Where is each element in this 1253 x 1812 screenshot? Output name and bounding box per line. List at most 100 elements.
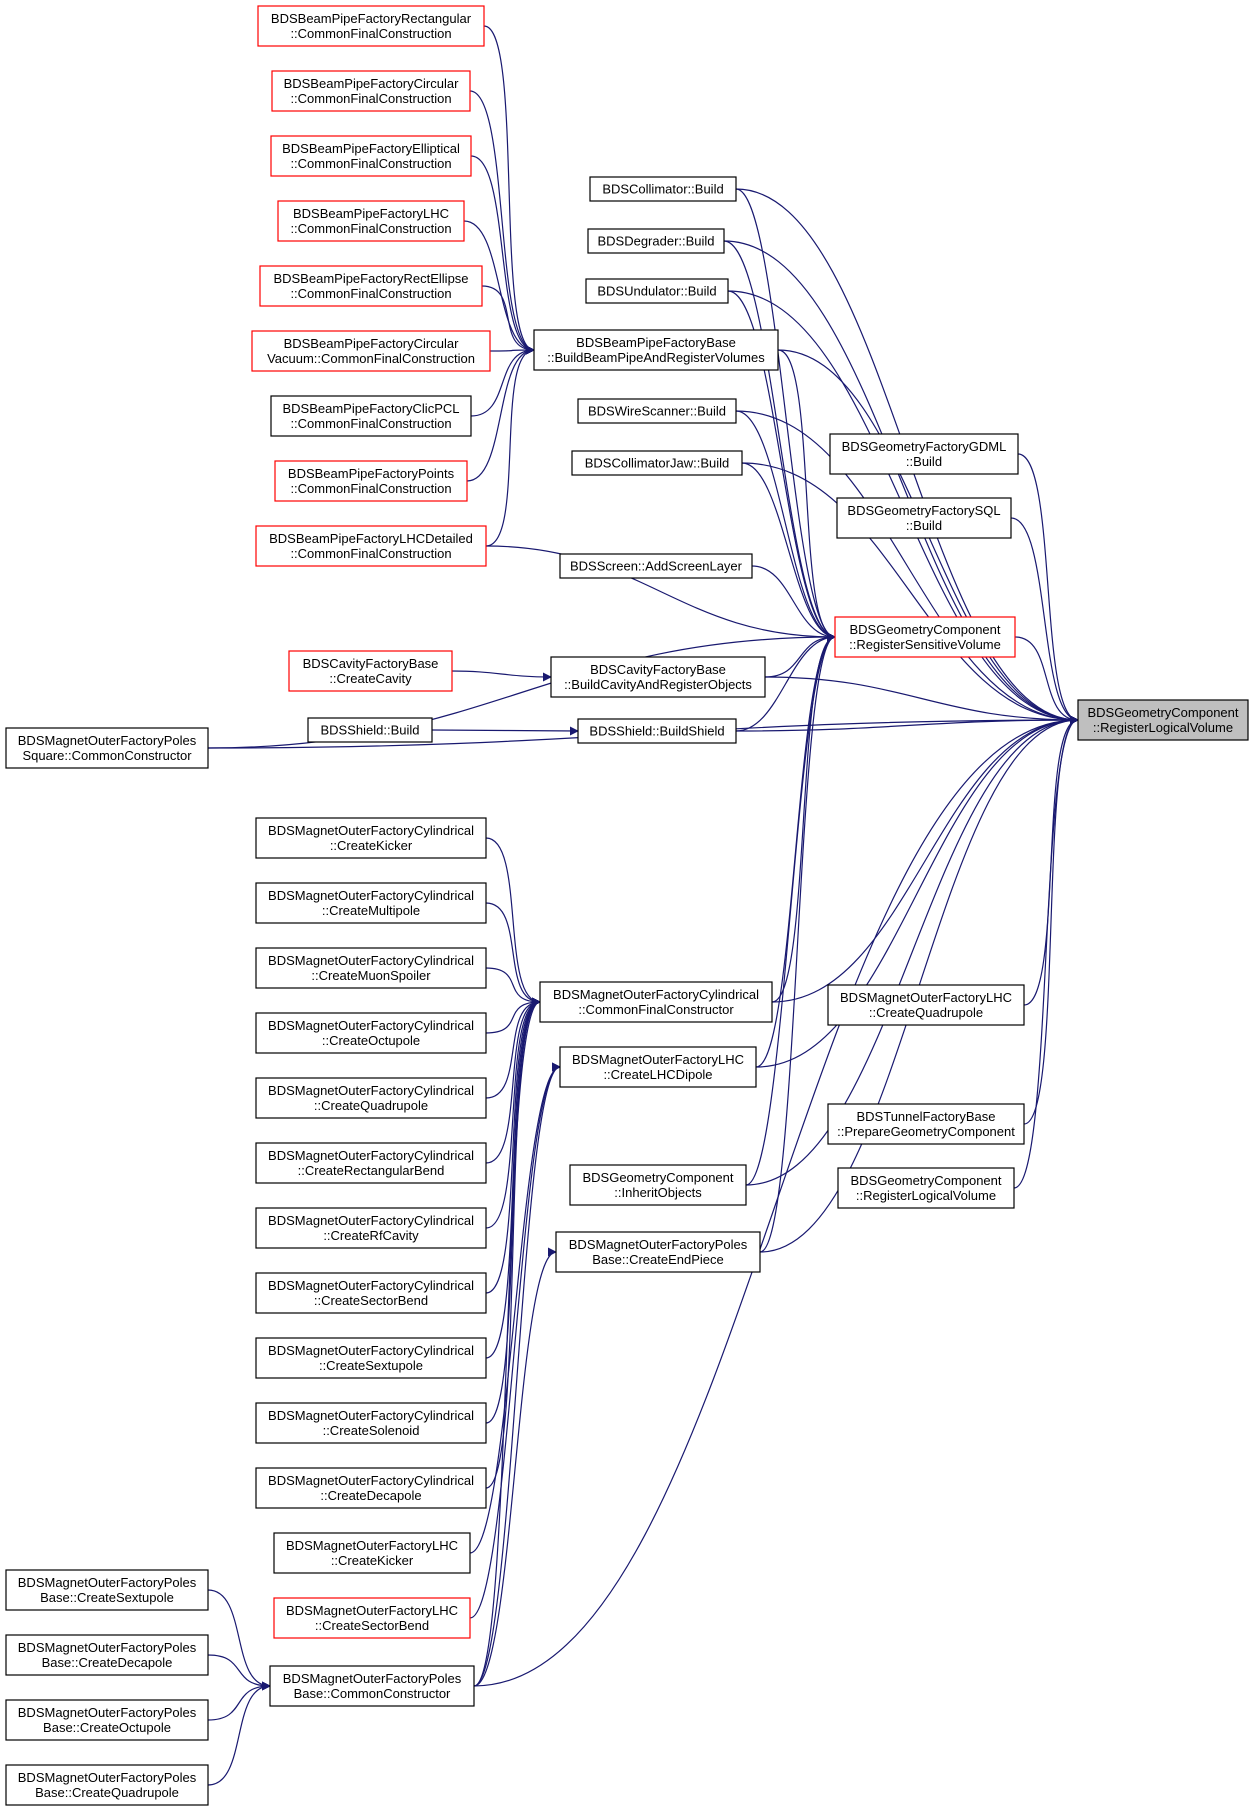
node-box[interactable] <box>585 278 729 304</box>
node-box[interactable] <box>533 329 779 371</box>
node-degr[interactable]: BDSDegrader::Build <box>587 228 725 254</box>
node-box[interactable] <box>834 616 1016 658</box>
node-cyl_quad[interactable]: BDSMagnetOuterFactoryCylindrical::Create… <box>255 1077 487 1119</box>
node-box[interactable] <box>569 1164 747 1206</box>
node-box[interactable] <box>270 135 472 177</box>
node-box[interactable] <box>255 1467 487 1509</box>
node-endp[interactable]: BDSMagnetOuterFactoryPolesBase::CreateEn… <box>555 1231 761 1273</box>
node-box[interactable] <box>539 981 773 1023</box>
node-root[interactable]: BDSGeometryComponent::RegisterLogicalVol… <box>1077 699 1249 741</box>
node-cyl_sol[interactable]: BDSMagnetOuterFactoryCylindrical::Create… <box>255 1402 487 1444</box>
node-sql[interactable]: BDSGeometryFactorySQL::Build <box>836 497 1012 539</box>
node-cyl_muon[interactable]: BDSMagnetOuterFactoryCylindrical::Create… <box>255 947 487 989</box>
node-box[interactable] <box>288 650 453 692</box>
node-box[interactable] <box>559 1046 757 1088</box>
node-box[interactable] <box>277 200 465 242</box>
node-box[interactable] <box>259 265 483 307</box>
node-box[interactable] <box>255 882 487 924</box>
node-box[interactable] <box>255 1012 487 1054</box>
node-box[interactable] <box>5 727 209 769</box>
node-box[interactable] <box>5 1634 209 1676</box>
node-cyl_sbend[interactable]: BDSMagnetOuterFactoryCylindrical::Create… <box>255 1272 487 1314</box>
node-pb_sext[interactable]: BDSMagnetOuterFactoryPolesBase::CreateSe… <box>5 1569 209 1611</box>
node-box[interactable] <box>255 1207 487 1249</box>
node-box[interactable] <box>255 1272 487 1314</box>
node-box[interactable] <box>571 450 743 476</box>
node-box[interactable] <box>255 1142 487 1184</box>
node-coll[interactable]: BDSCollimator::Build <box>589 176 737 202</box>
node-pbcc[interactable]: BDSMagnetOuterFactoryPolesBase::CommonCo… <box>269 1665 475 1707</box>
node-clic[interactable]: BDSBeamPipeFactoryClicPCL::CommonFinalCo… <box>270 395 472 437</box>
node-box[interactable] <box>257 5 485 47</box>
node-circvac[interactable]: BDSBeamPipeFactoryCircularVacuum::Common… <box>251 330 491 372</box>
node-lhc[interactable]: BDSBeamPipeFactoryLHC::CommonFinalConstr… <box>277 200 465 242</box>
node-rlv2[interactable]: BDSGeometryComponent::RegisterLogicalVol… <box>837 1167 1015 1209</box>
node-box[interactable] <box>271 70 471 112</box>
node-box[interactable] <box>587 228 725 254</box>
node-lhc_kick[interactable]: BDSMagnetOuterFactoryLHC::CreateKicker <box>273 1532 471 1574</box>
node-box[interactable] <box>555 1231 761 1273</box>
node-inherit[interactable]: BDSGeometryComponent::InheritObjects <box>569 1164 747 1206</box>
node-cyl_rbend[interactable]: BDSMagnetOuterFactoryCylindrical::Create… <box>255 1142 487 1184</box>
node-cavb[interactable]: BDSCavityFactoryBase::BuildCavityAndRegi… <box>550 656 766 698</box>
node-tunnel[interactable]: BDSTunnelFactoryBase::PrepareGeometryCom… <box>827 1103 1025 1145</box>
node-box[interactable] <box>273 1532 471 1574</box>
node-box[interactable] <box>577 398 737 424</box>
node-box[interactable] <box>255 1337 487 1379</box>
node-box[interactable] <box>269 1665 475 1707</box>
node-box[interactable] <box>589 176 737 202</box>
node-box[interactable] <box>270 395 472 437</box>
node-cjaw[interactable]: BDSCollimatorJaw::Build <box>571 450 743 476</box>
node-box[interactable] <box>559 553 753 579</box>
node-shs[interactable]: BDSShield::BuildShield <box>577 718 737 744</box>
node-box[interactable] <box>273 1597 471 1639</box>
node-ell[interactable]: BDSBeamPipeFactoryElliptical::CommonFina… <box>270 135 472 177</box>
node-box[interactable] <box>255 1077 487 1119</box>
node-rectell[interactable]: BDSBeamPipeFactoryRectEllipse::CommonFin… <box>259 265 483 307</box>
node-lhc_sbend[interactable]: BDSMagnetOuterFactoryLHC::CreateSectorBe… <box>273 1597 471 1639</box>
node-box[interactable] <box>5 1764 209 1806</box>
node-box[interactable] <box>307 717 433 743</box>
node-lhcdet[interactable]: BDSBeamPipeFactoryLHCDetailed::CommonFin… <box>255 525 487 567</box>
node-box[interactable] <box>827 984 1025 1026</box>
node-cylfc[interactable]: BDSMagnetOuterFactoryCylindrical::Common… <box>539 981 773 1023</box>
node-und[interactable]: BDSUndulator::Build <box>585 278 729 304</box>
node-box[interactable] <box>5 1699 209 1741</box>
node-lhcdip[interactable]: BDSMagnetOuterFactoryLHC::CreateLHCDipol… <box>559 1046 757 1088</box>
node-box[interactable] <box>829 433 1019 475</box>
node-lhcquad[interactable]: BDSMagnetOuterFactoryLHC::CreateQuadrupo… <box>827 984 1025 1026</box>
node-cyl_multi[interactable]: BDSMagnetOuterFactoryCylindrical::Create… <box>255 882 487 924</box>
node-rsv[interactable]: BDSGeometryComponent::RegisterSensitiveV… <box>834 616 1016 658</box>
node-cyl_dec[interactable]: BDSMagnetOuterFactoryCylindrical::Create… <box>255 1467 487 1509</box>
node-wire[interactable]: BDSWireScanner::Build <box>577 398 737 424</box>
node-box[interactable] <box>550 656 766 698</box>
node-shb[interactable]: BDSShield::Build <box>307 717 433 743</box>
node-cavf[interactable]: BDSCavityFactoryBase::CreateCavity <box>288 650 453 692</box>
node-bpf[interactable]: BDSBeamPipeFactoryBase::BuildBeamPipeAnd… <box>533 329 779 371</box>
node-box[interactable] <box>837 1167 1015 1209</box>
node-pb_dec[interactable]: BDSMagnetOuterFactoryPolesBase::CreateDe… <box>5 1634 209 1676</box>
node-box[interactable] <box>255 947 487 989</box>
node-box[interactable] <box>255 525 487 567</box>
node-screen[interactable]: BDSScreen::AddScreenLayer <box>559 553 753 579</box>
node-box[interactable] <box>827 1103 1025 1145</box>
node-circ[interactable]: BDSBeamPipeFactoryCircular::CommonFinalC… <box>271 70 471 112</box>
node-gdml[interactable]: BDSGeometryFactoryGDML::Build <box>829 433 1019 475</box>
node-box[interactable] <box>5 1569 209 1611</box>
node-box[interactable] <box>836 497 1012 539</box>
node-box[interactable] <box>255 817 487 859</box>
node-cyl_sext[interactable]: BDSMagnetOuterFactoryCylindrical::Create… <box>255 1337 487 1379</box>
node-pb_oct[interactable]: BDSMagnetOuterFactoryPolesBase::CreateOc… <box>5 1699 209 1741</box>
node-box[interactable] <box>255 1402 487 1444</box>
node-box[interactable] <box>577 718 737 744</box>
node-box[interactable] <box>251 330 491 372</box>
node-cyl_oct[interactable]: BDSMagnetOuterFactoryCylindrical::Create… <box>255 1012 487 1054</box>
node-cyl_kick[interactable]: BDSMagnetOuterFactoryCylindrical::Create… <box>255 817 487 859</box>
node-cyl_rf[interactable]: BDSMagnetOuterFactoryCylindrical::Create… <box>255 1207 487 1249</box>
node-box[interactable] <box>274 460 468 502</box>
node-box[interactable] <box>1077 699 1249 741</box>
node-rect[interactable]: BDSBeamPipeFactoryRectangular::CommonFin… <box>257 5 485 47</box>
node-points[interactable]: BDSBeamPipeFactoryPoints::CommonFinalCon… <box>274 460 468 502</box>
node-pss[interactable]: BDSMagnetOuterFactoryPolesSquare::Common… <box>5 727 209 769</box>
node-pb_quad[interactable]: BDSMagnetOuterFactoryPolesBase::CreateQu… <box>5 1764 209 1806</box>
